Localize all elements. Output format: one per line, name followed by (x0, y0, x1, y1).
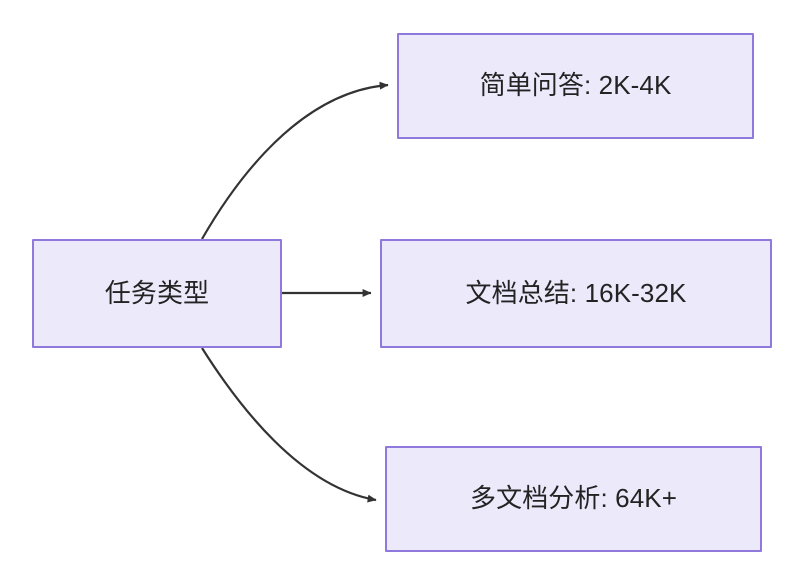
node-simple-qa-label: 简单问答: 2K-4K (479, 70, 672, 101)
node-task-type[interactable]: 任务类型 (32, 239, 282, 348)
node-multidoc-analysis[interactable]: 多文档分析: 64K+ (385, 446, 762, 552)
node-simple-qa[interactable]: 简单问答: 2K-4K (397, 33, 754, 139)
node-task-type-label: 任务类型 (104, 277, 210, 308)
edge-root-to-simple-qa (201, 81, 389, 240)
node-doc-summary[interactable]: 文档总结: 16K-32K (380, 239, 772, 348)
node-doc-summary-label: 文档总结: 16K-32K (465, 277, 687, 308)
node-multidoc-analysis-label: 多文档分析: 64K+ (470, 483, 677, 514)
edge-root-to-multidoc (201, 347, 377, 503)
